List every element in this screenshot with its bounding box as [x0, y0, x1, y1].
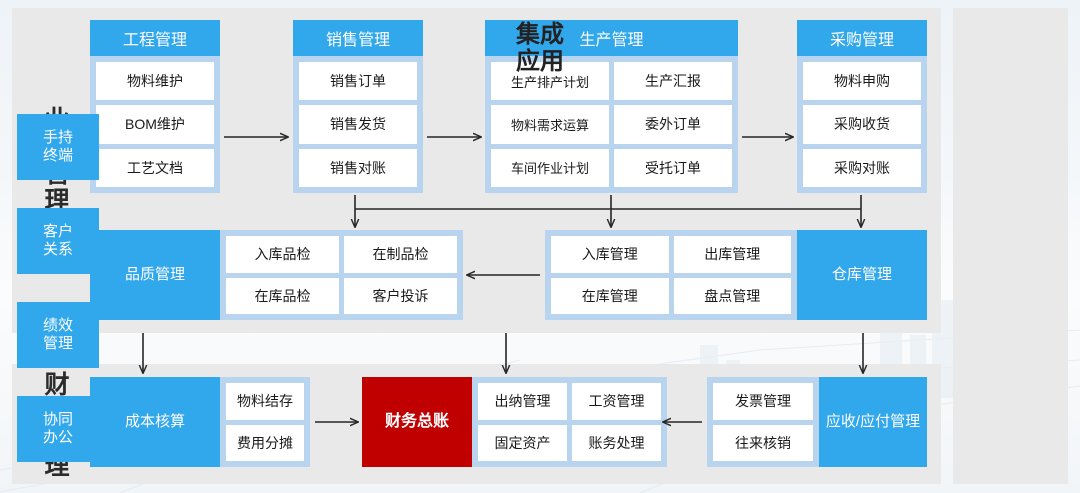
tile-wip-inspection[interactable]: 在制品检: [344, 236, 457, 273]
group-sales-title: 销售管理: [293, 20, 423, 56]
tile-purchase-receipt[interactable]: 采购收货: [803, 105, 921, 144]
integrated-applications-panel: [953, 8, 1068, 484]
group-general-ledger[interactable]: 财务总账 出纳管理 工资管理 固定资产 账务处理: [362, 377, 667, 467]
group-engineering[interactable]: 工程管理 物料维护 BOM维护 工艺文档: [90, 20, 220, 193]
tile-stock-inspection[interactable]: 在库品检: [226, 277, 339, 314]
app-crm-line-1: 客户: [42, 223, 73, 240]
tile-stocktaking-management[interactable]: 盘点管理: [673, 277, 791, 314]
group-purchasing-tiles: 物料申购 采购收货 采购对账: [803, 62, 921, 187]
finance-label-char-1: 财: [44, 371, 70, 399]
integrated-applications-title: 集成 应用: [0, 21, 1080, 76]
group-warehouse-tiles: 入库管理 出库管理 在库管理 盘点管理: [551, 236, 791, 314]
group-cost-accounting[interactable]: 成本核算 物料结存 费用分摊: [90, 377, 310, 467]
app-button-customer-relations[interactable]: 客户 关系: [17, 208, 99, 274]
app-handheld-line-2: 终端: [42, 147, 73, 164]
group-cost-accounting-tiles: 物料结存 费用分摊: [226, 383, 304, 461]
tile-purchase-reconciliation[interactable]: 采购对账: [803, 148, 921, 187]
tile-payroll-management[interactable]: 工资管理: [572, 383, 661, 420]
group-receivable-payable[interactable]: 应收/应付管理 发票管理 往来核销: [707, 377, 927, 467]
group-production-title: 生产管理: [485, 20, 738, 56]
tile-production-schedule-plan[interactable]: 生产排产计划: [491, 62, 609, 101]
tile-ar-ap-writeoff[interactable]: 往来核销: [713, 424, 813, 461]
app-handheld-line-1: 手持: [42, 129, 73, 146]
app-button-collaborative-office[interactable]: 协同 办公: [17, 396, 99, 462]
tile-outsourced-order[interactable]: 委外订单: [614, 105, 732, 144]
tile-outbound-management[interactable]: 出库管理: [673, 236, 791, 273]
tile-expense-allocation[interactable]: 费用分摊: [226, 424, 304, 461]
tile-inbound-management[interactable]: 入库管理: [551, 236, 669, 273]
group-sales-tiles: 销售订单 销售发货 销售对账: [299, 62, 417, 187]
group-quality-tiles: 入库品检 在制品检 在库品检 客户投诉: [226, 236, 457, 314]
apps-title-line-1: 集成: [516, 21, 564, 48]
tile-process-document[interactable]: 工艺文档: [96, 148, 214, 187]
group-sales[interactable]: 销售管理 销售订单 销售发货 销售对账: [293, 20, 423, 193]
group-warehouse[interactable]: 仓库管理 入库管理 出库管理 在库管理 盘点管理: [545, 230, 927, 320]
group-purchasing-title: 采购管理: [797, 20, 927, 56]
tile-sales-delivery[interactable]: 销售发货: [299, 105, 417, 144]
tile-bom-maintenance[interactable]: BOM维护: [96, 105, 214, 144]
tile-accounting-processing[interactable]: 账务处理: [572, 424, 661, 461]
app-office-line-1: 协同: [42, 411, 73, 428]
tile-material-requirement-planning[interactable]: 物料需求运算: [491, 105, 609, 144]
group-general-ledger-tiles: 出纳管理 工资管理 固定资产 账务处理: [478, 383, 661, 461]
apps-title-line-2: 应用: [516, 47, 564, 75]
app-crm-line-2: 关系: [42, 241, 73, 258]
group-receivable-payable-title: 应收/应付管理: [819, 377, 927, 467]
app-button-handheld-terminal[interactable]: 手持 终端: [17, 114, 99, 180]
group-cost-accounting-title: 成本核算: [90, 377, 220, 467]
group-receivable-payable-tiles: 发票管理 往来核销: [713, 383, 813, 461]
group-engineering-title: 工程管理: [90, 20, 220, 56]
app-button-performance-management[interactable]: 绩效 管理: [17, 302, 99, 368]
tile-sales-order[interactable]: 销售订单: [299, 62, 417, 101]
group-engineering-tiles: 物料维护 BOM维护 工艺文档: [96, 62, 214, 187]
tile-invoice-management[interactable]: 发票管理: [713, 383, 813, 420]
tile-material-requisition[interactable]: 物料申购: [803, 62, 921, 101]
group-purchasing[interactable]: 采购管理 物料申购 采购收货 采购对账: [797, 20, 927, 193]
tile-instock-management[interactable]: 在库管理: [551, 277, 669, 314]
tile-cashier-management[interactable]: 出纳管理: [478, 383, 567, 420]
tile-sales-reconciliation[interactable]: 销售对账: [299, 148, 417, 187]
tile-customer-complaint[interactable]: 客户投诉: [344, 277, 457, 314]
tile-material-balance[interactable]: 物料结存: [226, 383, 304, 420]
app-performance-line-2: 管理: [42, 335, 73, 352]
tile-inbound-inspection[interactable]: 入库品检: [226, 236, 339, 273]
tile-material-maintenance[interactable]: 物料维护: [96, 62, 214, 101]
group-general-ledger-title: 财务总账: [362, 377, 472, 467]
group-quality[interactable]: 品质管理 入库品检 在制品检 在库品检 客户投诉: [90, 230, 463, 320]
tile-production-report[interactable]: 生产汇报: [614, 62, 732, 101]
group-quality-title: 品质管理: [90, 230, 220, 320]
app-performance-line-1: 绩效: [42, 317, 73, 334]
app-office-line-2: 办公: [42, 429, 73, 446]
tile-fixed-assets[interactable]: 固定资产: [478, 424, 567, 461]
group-warehouse-title: 仓库管理: [797, 230, 927, 320]
group-production[interactable]: 生产管理 生产排产计划 生产汇报 物料需求运算 委外订单 车间作业计划 受托订单: [485, 20, 738, 193]
tile-workshop-job-plan[interactable]: 车间作业计划: [491, 148, 609, 187]
tile-entrusted-order[interactable]: 受托订单: [614, 148, 732, 187]
group-production-tiles: 生产排产计划 生产汇报 物料需求运算 委外订单 车间作业计划 受托订单: [491, 62, 732, 187]
